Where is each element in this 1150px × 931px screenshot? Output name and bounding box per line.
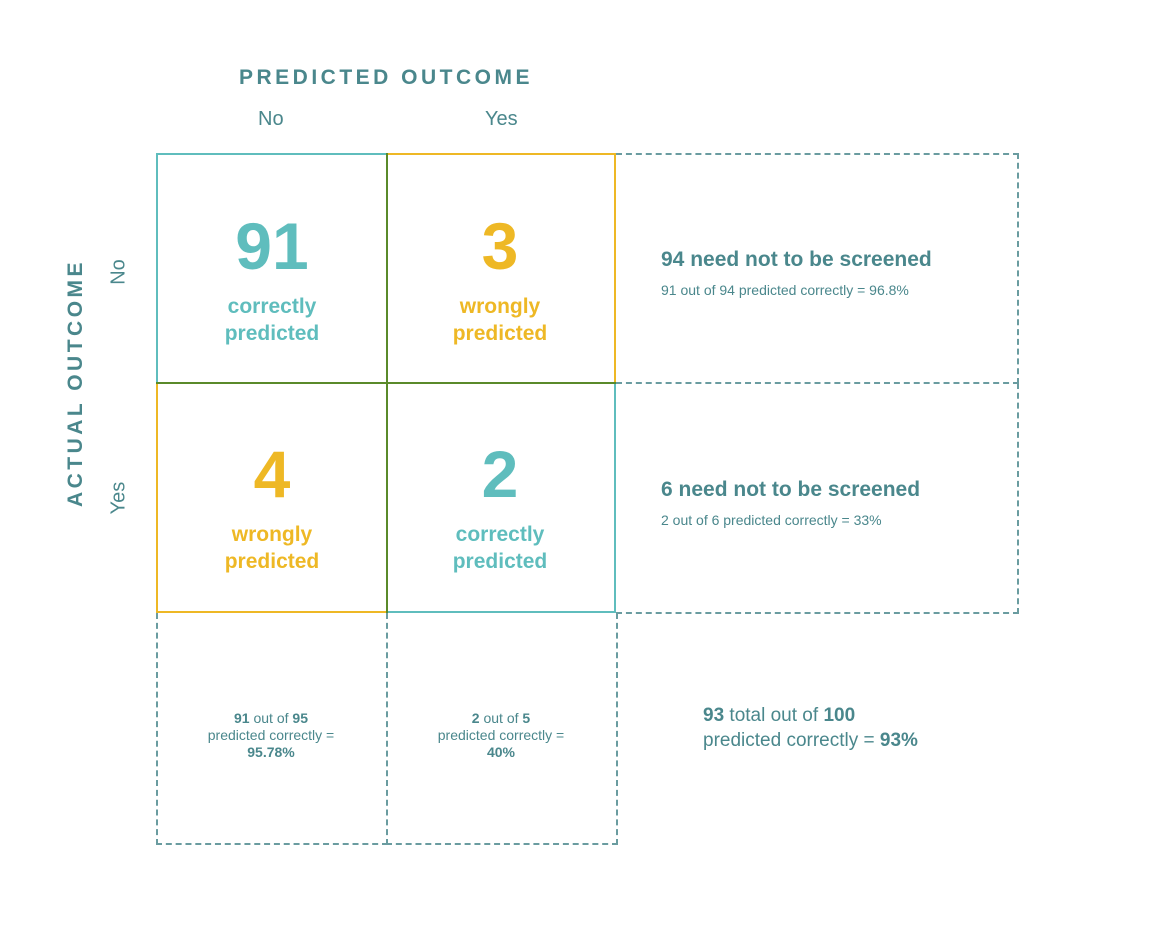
col-summary-correct: 2: [471, 710, 480, 726]
total-text: predicted correctly =: [703, 730, 880, 751]
row-summary-detail: 2 out of 6 predicted correctly = 33%: [661, 512, 882, 528]
row-summary-yes-box: [616, 383, 1019, 614]
cell-value: 4: [253, 437, 291, 511]
col-summary-no: 91 out of 95 predicted correctly = 95.78…: [156, 710, 386, 761]
total-count: 100: [823, 705, 856, 726]
col-summary-total: 95: [292, 710, 308, 726]
col-summary-no-box: [156, 613, 388, 845]
col-summary-yes-box: [386, 613, 618, 845]
col-summary-percent: 40%: [486, 744, 516, 760]
cell-false-negative: 4 wrongly predicted: [156, 383, 386, 613]
col-summary-text: out of: [249, 710, 293, 726]
actual-no-label: No: [107, 259, 130, 285]
cell-description: wrongly predicted: [224, 523, 320, 573]
row-summary-no: 94 need not to be screened 91 out of 94 …: [661, 248, 932, 298]
total-correct: 93: [703, 705, 725, 726]
cell-description: correctly predicted: [452, 523, 548, 573]
predicted-no-label: No: [258, 108, 284, 130]
col-summary-percent: 95.78%: [247, 744, 295, 760]
cell-value: 2: [481, 437, 519, 511]
row-summary-no-box: [616, 153, 1019, 384]
actual-outcome-title: ACTUAL OUTCOME: [64, 258, 87, 508]
col-summary-yes: 2 out of 5 predicted correctly = 40%: [386, 710, 616, 761]
row-summary-headline: 6 need not to be screened: [661, 478, 921, 501]
col-summary-text: predicted correctly =: [207, 727, 335, 743]
total-percent: 93%: [879, 730, 918, 751]
col-summary-text: predicted correctly =: [437, 727, 565, 743]
total-text: total out of: [724, 705, 824, 726]
cell-description: correctly predicted: [224, 295, 320, 345]
grid-horizontal-divider: [156, 382, 616, 384]
predicted-outcome-title: PREDICTED OUTCOME: [239, 66, 534, 89]
cell-true-positive: 2 correctly predicted: [386, 383, 616, 613]
overall-total: 93 total out of 100 predicted correctly …: [703, 703, 918, 753]
cell-value: 91: [235, 209, 309, 283]
row-summary-detail: 91 out of 94 predicted correctly = 96.8%: [661, 282, 909, 298]
predicted-yes-label: Yes: [485, 108, 518, 130]
actual-yes-label: Yes: [107, 481, 130, 515]
col-summary-text: out of: [479, 710, 523, 726]
cell-false-positive: 3 wrongly predicted: [386, 153, 616, 383]
cell-value: 3: [481, 209, 519, 283]
col-summary-total: 5: [522, 710, 531, 726]
col-summary-correct: 91: [234, 710, 250, 726]
row-summary-yes: 6 need not to be screened 2 out of 6 pre…: [661, 478, 920, 528]
row-summary-headline: 94 need not to be screened: [661, 248, 932, 271]
cell-true-negative: 91 correctly predicted: [156, 153, 386, 383]
cell-description: wrongly predicted: [452, 295, 548, 345]
